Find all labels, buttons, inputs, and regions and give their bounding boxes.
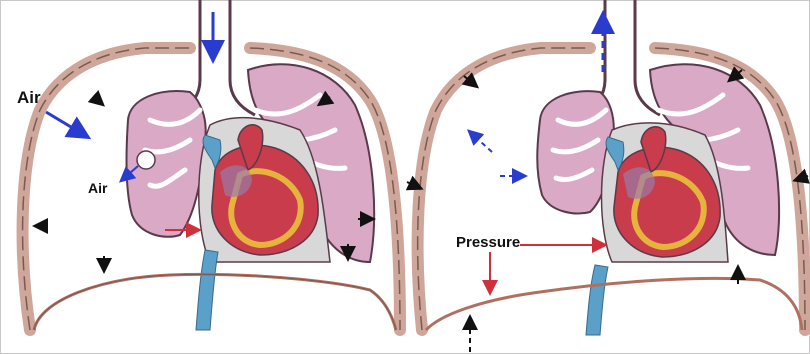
left-vena-cava [196, 250, 218, 330]
right-panel [407, 0, 808, 352]
left-panel [23, 0, 400, 330]
pressure-label: Pressure [456, 234, 520, 251]
left-air-arrow-wound [46, 112, 86, 136]
right-vena-cava [586, 265, 608, 335]
air-label-large: Air [17, 88, 41, 108]
right-diaphragm [426, 278, 802, 330]
left-diaphragm [34, 274, 396, 330]
right-air-arrow-wall [470, 132, 492, 152]
left-lung-hole [137, 151, 155, 169]
left-black-arrow-1 [93, 96, 102, 104]
air-label-small: Air [88, 180, 107, 196]
